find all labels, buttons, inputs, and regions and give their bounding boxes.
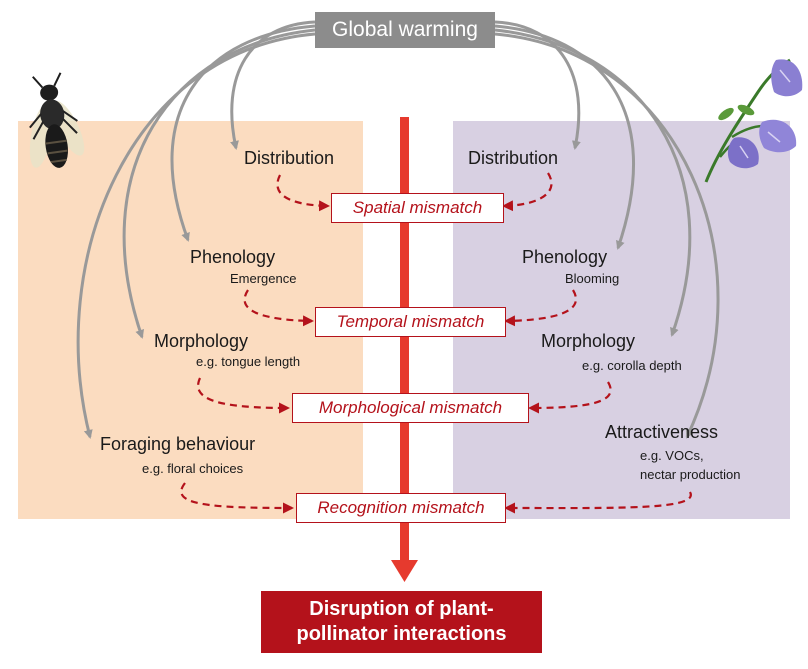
outcome-line2: pollinator interactions bbox=[296, 623, 507, 645]
right-attractiveness-sub2: nectar production bbox=[640, 467, 741, 482]
right-attractiveness-label: Attractiveness bbox=[605, 422, 719, 442]
mismatch-arrows bbox=[180, 172, 692, 514]
bellflower-icon bbox=[704, 58, 803, 183]
left-morphology-sub: e.g. tongue length bbox=[196, 354, 301, 369]
left-distribution-label: Distribution bbox=[244, 148, 335, 168]
global-warming-title: Global warming bbox=[315, 12, 495, 48]
left-foraging-sub: e.g. floral choices bbox=[142, 461, 244, 476]
warming-arrows-right bbox=[494, 20, 720, 439]
right-morphology-label: Morphology bbox=[541, 331, 636, 351]
recognition-mismatch-box: Recognition mismatch bbox=[296, 493, 506, 523]
temporal-mismatch-box: Temporal mismatch bbox=[315, 307, 506, 337]
outcome-line1: Disruption of plant- bbox=[309, 598, 494, 620]
right-attractiveness-sub1: e.g. VOCs, bbox=[640, 448, 704, 463]
morphological-mismatch-box: Morphological mismatch bbox=[292, 393, 529, 423]
warming-arrows-left bbox=[76, 20, 316, 439]
left-morphology-label: Morphology bbox=[154, 331, 249, 351]
left-phenology-sub: Emergence bbox=[230, 271, 297, 286]
left-phenology-label: Phenology bbox=[190, 247, 276, 267]
right-distribution-label: Distribution bbox=[468, 148, 559, 168]
bee-icon bbox=[29, 72, 85, 168]
right-phenology-sub: Blooming bbox=[565, 271, 620, 286]
right-morphology-sub: e.g. corolla depth bbox=[582, 358, 682, 373]
disruption-outcome-box: Disruption of plant- pollinator interact… bbox=[261, 591, 542, 653]
left-foraging-label: Foraging behaviour bbox=[100, 434, 256, 454]
right-phenology-label: Phenology bbox=[522, 247, 608, 267]
spatial-mismatch-box: Spatial mismatch bbox=[331, 193, 504, 223]
central-arrow bbox=[391, 117, 418, 582]
